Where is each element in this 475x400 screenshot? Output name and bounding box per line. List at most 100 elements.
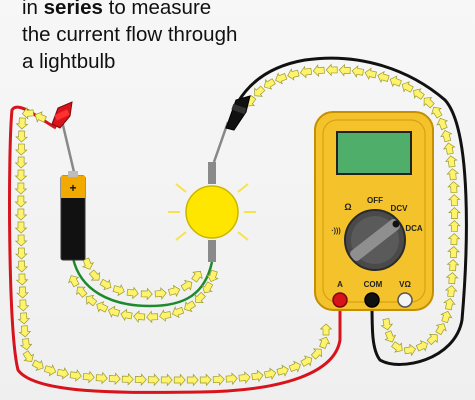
flow-arrow: [319, 323, 333, 336]
flow-arrow: [287, 68, 300, 81]
jack-com[interactable]: [364, 292, 380, 308]
flow-arrow: [15, 260, 29, 273]
caption-line-3: a lightbulb: [22, 50, 116, 73]
flow-arrow: [173, 373, 186, 387]
flow-arrow: [14, 221, 28, 234]
flow-arrow: [263, 367, 277, 381]
dial-pointer: [392, 220, 400, 228]
jack-a[interactable]: [332, 292, 348, 308]
jack-label-com: COM: [364, 280, 383, 289]
caption-line-2: the current flow through: [22, 23, 238, 46]
flow-arrow: [201, 281, 214, 294]
jack-vohm[interactable]: [397, 292, 413, 308]
flow-arrow: [338, 63, 351, 77]
flow-arrow: [121, 372, 134, 386]
flow-arrow: [22, 350, 35, 362]
battery: +: [60, 171, 86, 261]
lightbulb: [168, 162, 256, 262]
flow-arrow: [440, 310, 453, 324]
flow-arrow: [43, 364, 57, 377]
flow-arrow: [14, 208, 28, 221]
flow-arrow: [391, 341, 403, 353]
flow-arrow: [445, 272, 459, 285]
flow-arrow: [15, 117, 29, 130]
flow-arrow: [82, 370, 95, 384]
caption-emphasis: series: [43, 0, 103, 19]
dial-label-continuity: ·))): [331, 228, 340, 235]
flow-arrow: [403, 343, 417, 357]
flow-arrow: [254, 85, 266, 97]
flow-arrow: [14, 195, 28, 208]
rotary-dial[interactable]: [344, 209, 406, 271]
flow-arrow: [14, 234, 28, 247]
flow-arrow: [444, 285, 458, 298]
flow-arrow: [147, 373, 160, 387]
flow-arrow: [16, 299, 30, 312]
flow-arrow: [133, 310, 146, 323]
flow-arrow: [16, 286, 29, 299]
flow-arrow: [377, 70, 390, 84]
flow-arrow: [120, 308, 133, 322]
flow-arrow: [447, 220, 461, 233]
flow-arrow: [88, 269, 101, 281]
flow-arrow: [443, 298, 456, 311]
flow-arrow: [69, 369, 82, 382]
flow-arrow: [82, 257, 94, 270]
flow-arrow: [107, 305, 121, 318]
flow-arrow: [401, 81, 414, 93]
flow-arrow: [99, 278, 112, 291]
flow-arrow: [431, 106, 443, 119]
flow-arrow: [140, 287, 153, 301]
flow-arrow: [17, 312, 31, 325]
flow-arrow: [191, 270, 203, 283]
dial-label-ohm: Ω: [344, 202, 351, 212]
flow-arrow: [96, 301, 109, 313]
dial-label-off: OFF: [367, 196, 383, 205]
flow-arrow: [447, 246, 460, 259]
flow-arrow: [14, 182, 28, 195]
flow-arrow: [445, 155, 458, 168]
flow-arrow: [312, 64, 325, 77]
caption-line-1: in series to measure: [22, 0, 237, 21]
flow-arrow: [95, 371, 108, 385]
black-probe: [212, 95, 251, 163]
flow-arrow: [413, 88, 425, 100]
flow-arrow: [180, 279, 193, 292]
flow-arrow: [288, 360, 301, 373]
flow-arrow: [325, 63, 338, 77]
flow-arrow: [154, 287, 167, 300]
flow-arrow: [14, 143, 28, 156]
jack-label-vohm: VΩ: [399, 280, 411, 289]
flow-arrow: [199, 373, 212, 387]
flow-arrow: [251, 369, 264, 383]
flow-arrow: [351, 65, 364, 78]
flow-arrow: [364, 67, 377, 80]
flow-arrow: [426, 333, 438, 346]
flow-arrow: [194, 291, 206, 303]
flow-arrow: [85, 294, 98, 307]
flow-arrow: [448, 207, 461, 219]
flow-arrow: [134, 373, 147, 387]
flow-arrow: [380, 318, 394, 331]
flow-arrow: [440, 129, 453, 143]
flow-arrow: [435, 323, 447, 336]
flow-arrow: [447, 194, 461, 207]
jack-label-a: A: [337, 280, 343, 289]
flow-arrow: [443, 142, 456, 155]
flow-arrow: [21, 106, 34, 120]
flow-arrow: [318, 336, 331, 349]
flow-arrow: [276, 364, 289, 377]
flow-arrow: [225, 372, 238, 386]
flow-arrow: [384, 330, 397, 343]
flow-arrow: [15, 273, 29, 286]
flow-arrow: [146, 310, 159, 324]
flow-arrow: [76, 286, 88, 298]
flow-arrow: [263, 78, 276, 90]
caption: in series to measure the current flow th…: [22, 0, 237, 75]
flow-arrow: [389, 75, 402, 88]
flow-arrow: [186, 373, 199, 387]
battery-plus-label: +: [69, 181, 76, 195]
green-wire: [71, 257, 214, 308]
flow-arrow: [446, 259, 460, 272]
